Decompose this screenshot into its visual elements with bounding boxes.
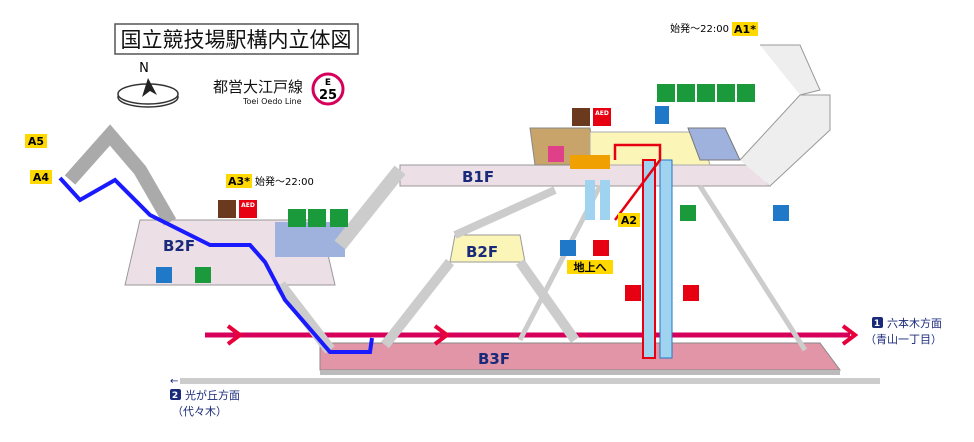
elevator-shafts <box>585 159 673 359</box>
svg-text:六本木方面: 六本木方面 <box>887 316 942 330</box>
restroom-icons-b2f <box>288 209 348 227</box>
svg-text:A1*: A1* <box>734 23 756 36</box>
direction-roppongi: 1 六本木方面 （青山一丁目） <box>865 316 942 346</box>
svg-text:25: 25 <box>319 88 337 103</box>
svg-text:A3*: A3* <box>228 175 250 188</box>
exit-a1[interactable]: 始発～22:00 A1* <box>670 22 758 36</box>
phone-icon <box>655 106 669 124</box>
stairs-a4-a5 <box>64 124 177 226</box>
stairs-a1 <box>739 94 831 187</box>
train-arrows <box>226 324 859 346</box>
compass-north: N <box>139 61 149 76</box>
ticket-machine-icon-b2f <box>156 267 172 283</box>
stairs-a1-top <box>760 44 821 96</box>
floor-label-b2f-center: B2F <box>466 243 498 261</box>
floor-label-b2f-left: B2F <box>163 237 195 255</box>
svg-text:AED: AED <box>595 110 609 117</box>
barrier-free-path <box>58 176 374 354</box>
svg-text:A5: A5 <box>28 135 44 148</box>
svg-text:始発～22:00: 始発～22:00 <box>255 175 314 188</box>
direction-hikarigaoka: ← 2 光が丘方面 （代々木） <box>170 376 240 418</box>
track-line <box>180 378 880 384</box>
exit-a4[interactable]: A4 <box>30 170 52 184</box>
restroom-icons-b1f <box>657 84 755 102</box>
svg-text:2: 2 <box>172 391 178 401</box>
svg-text:（青山一丁目）: （青山一丁目） <box>865 333 942 346</box>
svg-text:1: 1 <box>874 319 880 329</box>
elevator-icon-1 <box>625 285 641 301</box>
floor-label-b1f: B1F <box>462 168 494 186</box>
ticket-office-icon <box>548 146 564 162</box>
svg-text:始発～22:00: 始発～22:00 <box>670 22 729 35</box>
svg-text:光が丘方面: 光が丘方面 <box>185 388 240 402</box>
b3f-platform: B3F <box>319 342 841 375</box>
aed-icon-b2f: AED <box>218 200 257 218</box>
elevator-icon-ground <box>593 240 609 256</box>
to-ground-label: 地上へ <box>567 260 613 274</box>
title-box: 国立競技場駅構内立体図 <box>114 23 359 55</box>
b2f-left-concourse: B2F <box>124 219 345 286</box>
svg-text:A4: A4 <box>33 171 50 184</box>
aed-icon-b1f: AED <box>572 108 611 126</box>
b2f-center-concourse: B2F <box>449 234 526 263</box>
ticket-machine-icon-b1f <box>773 205 789 221</box>
stairs-b2f-b3f <box>275 281 335 354</box>
info-icon-b1f <box>680 205 696 221</box>
page-title: 国立競技場駅構内立体図 <box>121 28 352 52</box>
stairs-b1f-b2f <box>334 165 406 250</box>
floor-label-b3f: B3F <box>478 350 510 368</box>
exit-a2[interactable]: A2 <box>618 213 640 227</box>
b1f-concourse: B1F <box>399 127 772 187</box>
exit-a3[interactable]: A3* 始発～22:00 <box>226 174 314 188</box>
line-name-en: Toei Oedo Line <box>242 97 302 106</box>
compass-icon: N <box>117 61 179 108</box>
barrier-free-route <box>613 143 662 221</box>
svg-text:（代々木）: （代々木） <box>172 405 227 418</box>
line-code-badge: E 25 <box>311 72 345 106</box>
exit-a5[interactable]: A5 <box>25 134 47 148</box>
svg-text:E: E <box>325 78 331 88</box>
svg-text:地上へ: 地上へ <box>574 260 607 274</box>
info-icon-b2f <box>195 267 211 283</box>
ticket-machine-icon-center <box>560 240 576 256</box>
svg-text:AED: AED <box>241 202 255 209</box>
elevator-icon-2 <box>683 285 699 301</box>
svg-text:←: ← <box>170 376 178 387</box>
svg-text:A2: A2 <box>621 214 637 227</box>
line-name-ja: 都営大江戸線 <box>213 78 303 96</box>
